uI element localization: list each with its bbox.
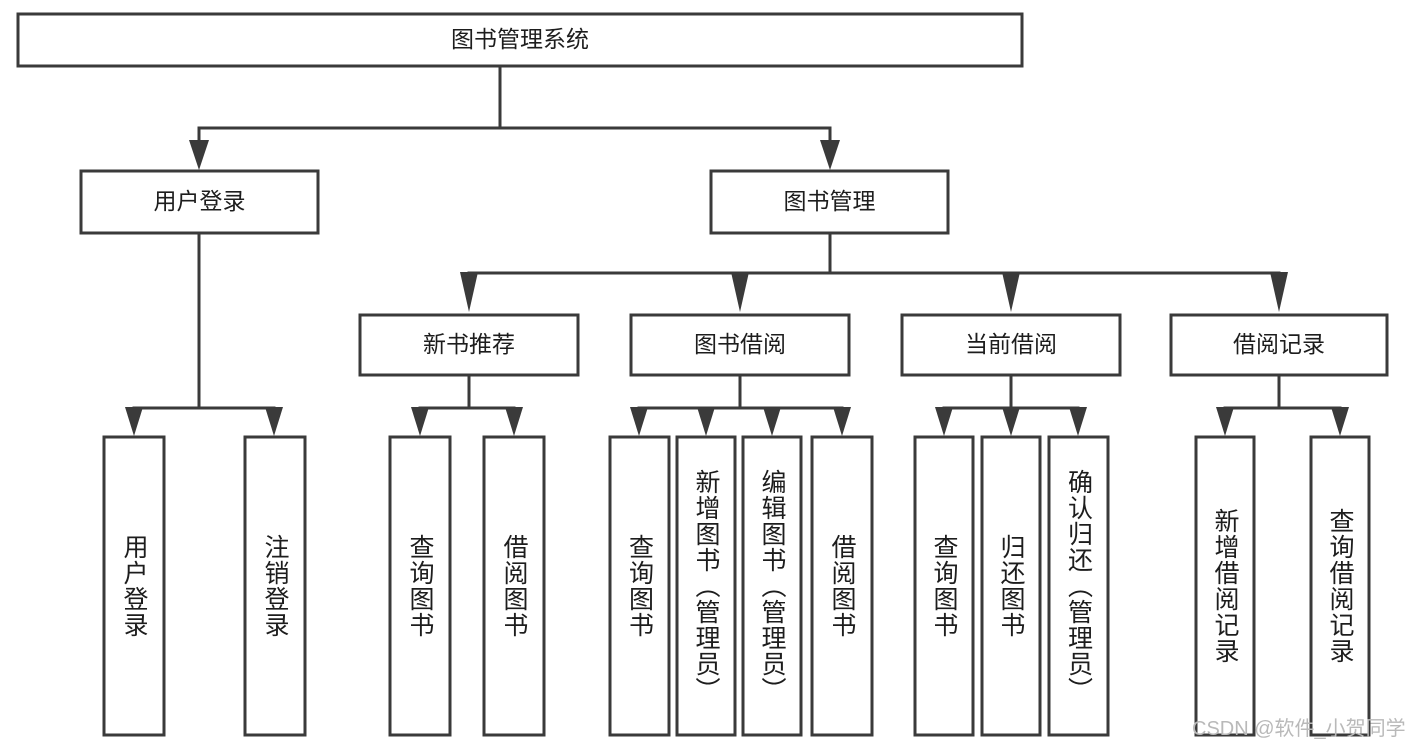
arrowhead-leaf-user-logout	[265, 407, 283, 436]
user-login-label: 用户登录	[154, 188, 246, 214]
root-label: 图书管理系统	[451, 26, 589, 52]
arrowhead-leaf-confirm-return	[1069, 407, 1087, 436]
book-borrow-box[interactable]	[629, 313, 851, 377]
user-login-box[interactable]	[79, 169, 320, 235]
current-borrow-label: 当前借阅	[965, 331, 1057, 357]
leaf-user-logout-box[interactable]	[243, 435, 307, 737]
arrowhead-leaf-return-book	[1002, 407, 1020, 436]
arrowhead-new-book-recommend	[460, 272, 478, 312]
root-box[interactable]	[16, 12, 1024, 68]
leaf-borrow-book-box[interactable]	[810, 435, 874, 737]
arrowhead-user-login	[189, 140, 209, 170]
leaf-borrow-book-rec-box[interactable]	[482, 435, 546, 737]
arrowhead-current-borrow	[1002, 272, 1020, 312]
leaf-add-book-box[interactable]	[675, 435, 737, 737]
book-borrow-label: 图书借阅	[694, 331, 786, 357]
arrowhead-book-manage	[820, 140, 840, 170]
new-book-recommend-label: 新书推荐	[423, 331, 515, 357]
arrowhead-leaf-edit-book	[763, 407, 781, 436]
arrowhead-leaf-add-book	[697, 407, 715, 436]
leaf-confirm-return-box[interactable]	[1047, 435, 1110, 737]
arrowhead-book-borrow	[731, 272, 749, 312]
leaf-user-login-box[interactable]	[102, 435, 166, 737]
arrowhead-leaf-borrow-book-rec	[505, 407, 523, 436]
leaf-add-record-box[interactable]	[1194, 435, 1256, 737]
arrowhead-leaf-query-book-rec	[411, 407, 429, 436]
arrowhead-borrow-record	[1270, 272, 1288, 312]
arrowhead-leaf-query-record	[1331, 407, 1349, 436]
arrowhead-leaf-query-book-borrow	[630, 407, 648, 436]
leaf-query-book-borrow-box[interactable]	[608, 435, 671, 737]
leaf-return-book-box[interactable]	[980, 435, 1042, 737]
connector-layer	[125, 64, 1349, 436]
book-manage-box[interactable]	[709, 169, 950, 235]
book-manage-label: 图书管理	[784, 188, 876, 214]
arrowhead-leaf-query-book-cur	[935, 407, 953, 436]
leaf-query-record-box[interactable]	[1309, 435, 1371, 737]
box-layer	[16, 12, 1389, 737]
current-borrow-box[interactable]	[900, 313, 1122, 377]
arrowhead-leaf-borrow-book	[833, 407, 851, 436]
arrowhead-leaf-user-login	[125, 407, 143, 436]
watermark: CSDN @软件_小贺同学	[1192, 718, 1405, 740]
new-book-recommend-box[interactable]	[358, 313, 580, 377]
leaf-query-book-cur-box[interactable]	[913, 435, 975, 737]
borrow-record-box[interactable]	[1169, 313, 1389, 377]
leaf-query-book-rec-box[interactable]	[388, 435, 452, 737]
leaf-edit-book-box[interactable]	[741, 435, 803, 737]
borrow-record-label: 借阅记录	[1233, 331, 1325, 357]
arrowhead-leaf-add-record	[1216, 407, 1234, 436]
